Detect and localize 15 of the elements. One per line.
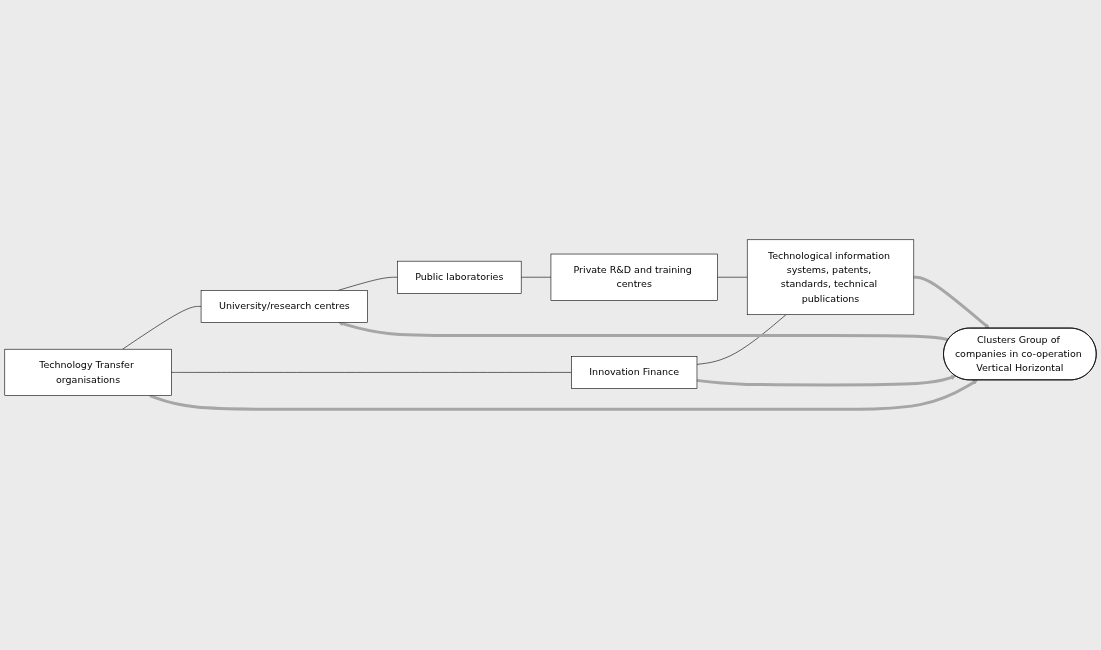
arrow xyxy=(338,321,949,342)
arrow xyxy=(913,276,990,330)
arrow xyxy=(149,380,978,412)
connector xyxy=(520,277,552,278)
node-box: Private R&D and training centres xyxy=(550,254,718,302)
node-box: Technological information systems, patents, standards, technical publications xyxy=(746,239,915,316)
node-box: Technology Transfer organisations xyxy=(4,349,172,397)
node-box: University/research centres xyxy=(200,290,368,324)
connector xyxy=(171,372,572,374)
node-box: Public laboratories xyxy=(397,261,522,295)
connector xyxy=(717,277,748,278)
connector xyxy=(696,314,787,366)
node-box: Innovation Finance xyxy=(571,356,698,390)
connector xyxy=(122,306,202,350)
arrow xyxy=(696,375,957,387)
